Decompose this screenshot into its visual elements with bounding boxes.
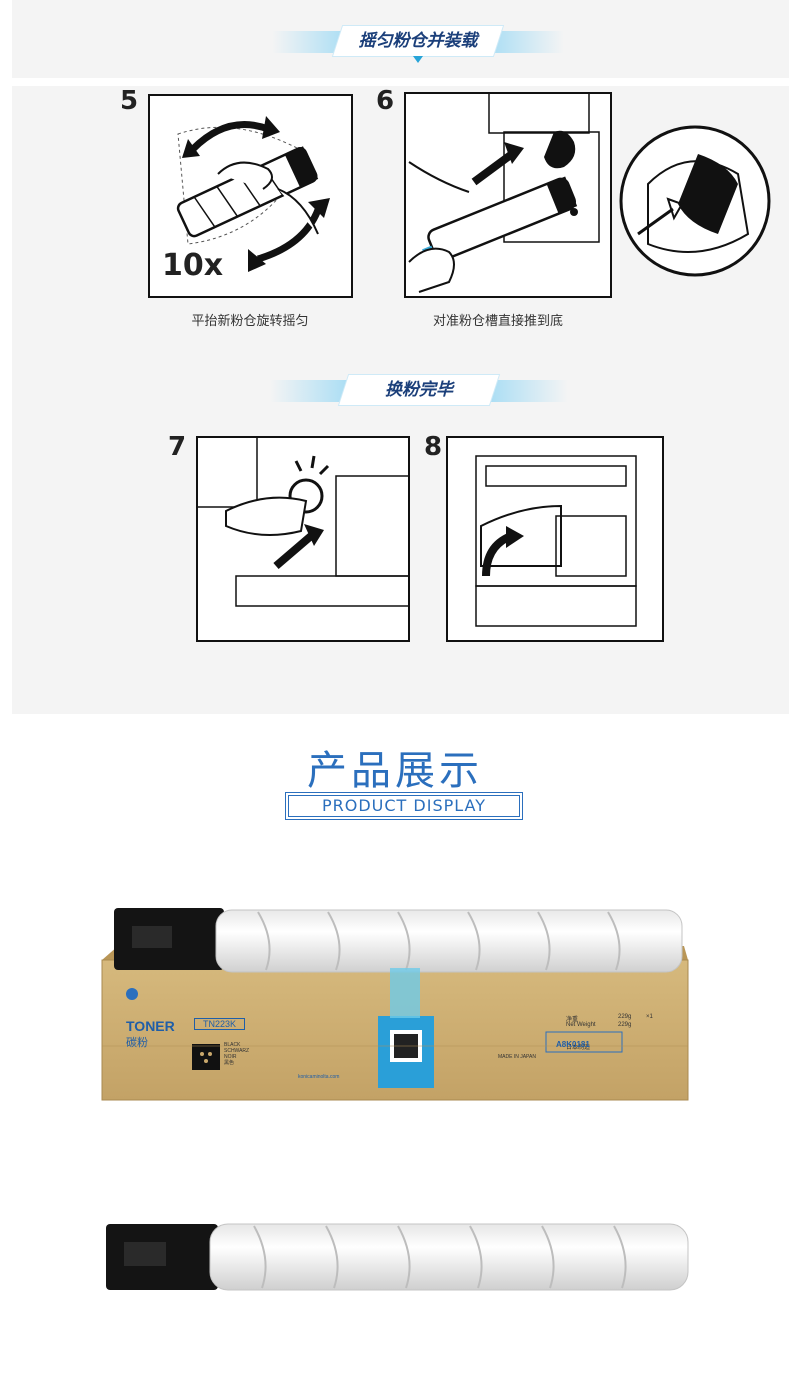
step-6-number: 6 [376, 86, 395, 116]
step-7-number: 7 [168, 432, 187, 462]
box-made-in: MADE IN JAPAN [498, 1054, 536, 1060]
box-part-number: A8K0181 [556, 1040, 590, 1049]
box-net-weight-label: Net Weight [566, 1022, 596, 1028]
box-net-weight: 229g [618, 1022, 632, 1028]
section-heading-2: 换粉完毕 [385, 380, 453, 400]
box-color-lines: BLACK SCHWARZ NOIR 黑色 [224, 1042, 250, 1066]
product-photo-cartridge [104, 1220, 690, 1294]
step-8-illustration [446, 436, 664, 642]
section-ribbon-1: 摇匀粉仓并装载 [272, 26, 564, 63]
box-website: konicaminolta.com [298, 1074, 340, 1080]
step-6-illustration [404, 92, 612, 298]
step-5-caption: 平抬新粉仓旋转摇匀 [191, 314, 309, 329]
box-brand: TONER [126, 1018, 175, 1034]
box-brand-cn: 碳粉 [126, 1037, 148, 1049]
box-made-in-cn: 日本制造 [566, 1045, 591, 1051]
box-model: TN223K [194, 1018, 246, 1030]
step-5-illustration: 10x [148, 94, 353, 298]
step-5-overlay: 10x [162, 248, 224, 283]
box-net-value-cn: 229g [618, 1014, 632, 1020]
step-6-caption: 对准粉仓槽直接推到底 [432, 314, 563, 329]
step-7-illustration [196, 436, 410, 642]
box-net-label-cn: 净重 [566, 1017, 579, 1023]
box-qty: ×1 [646, 1014, 653, 1020]
product-photo-boxed: TONER 碳粉 TN223K BLACK SCHWARZ NOIR 黑色 净重… [98, 906, 698, 1106]
section-heading-1: 摇匀粉仓并装载 [358, 31, 478, 51]
step-8-number: 8 [424, 432, 443, 462]
section-ribbon-2: 换粉完毕 [270, 375, 568, 405]
step-5-number: 5 [120, 86, 139, 116]
display-title: 产品展示 [307, 748, 483, 794]
step-6-zoom-circle [618, 124, 772, 278]
display-subtitle: PRODUCT DISPLAY [285, 792, 523, 820]
